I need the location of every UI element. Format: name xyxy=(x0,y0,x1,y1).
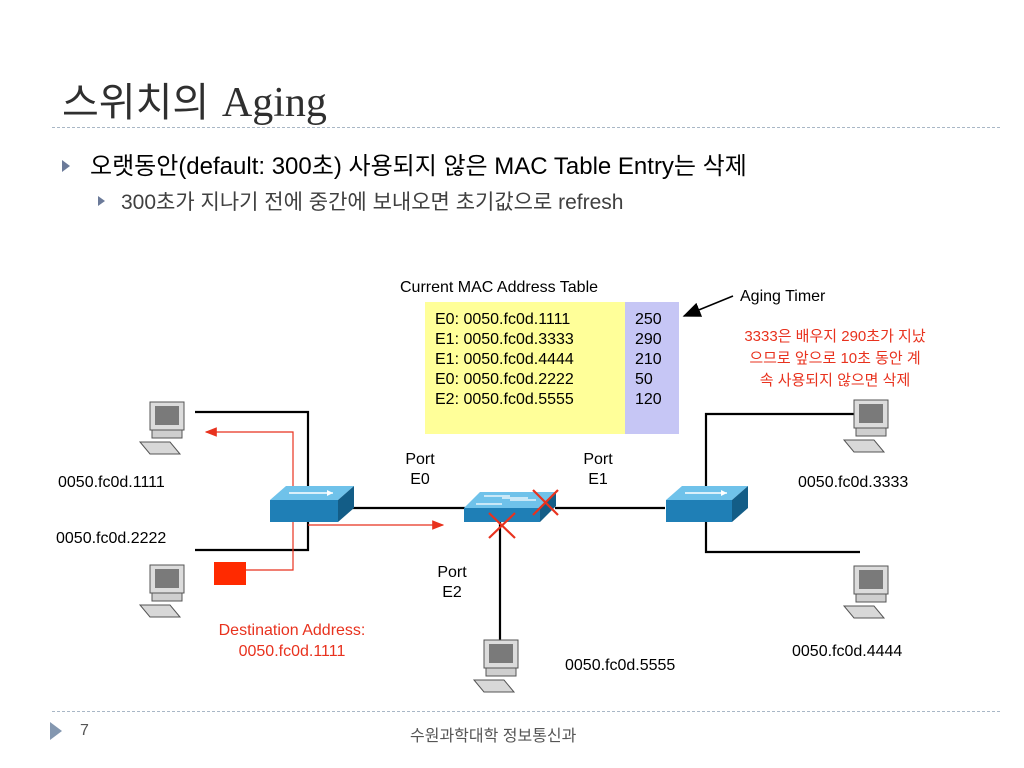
host-label-3333: 0050.fc0d.3333 xyxy=(798,474,909,491)
pc-icon-4444 xyxy=(842,565,889,619)
aging-value: 210 xyxy=(635,351,662,368)
link-left-hosts xyxy=(195,410,310,552)
bullet-main-text: 오랫동안(default: 300초) 사용되지 않은 MAC Table En… xyxy=(90,153,747,180)
port-label-line: Port xyxy=(583,451,613,468)
aging-note: 3333은 배우지 290초가 지났 으므로 앞으로 10초 동안 계 속 사용… xyxy=(700,326,970,392)
port-label-line: Port xyxy=(405,451,435,468)
mac-table-title: Current MAC Address Table xyxy=(400,279,599,296)
aging-timer-column: 250 290 210 50 120 xyxy=(625,302,679,434)
host-label-2222: 0050.fc0d.2222 xyxy=(56,530,167,547)
aging-value: 250 xyxy=(635,311,662,328)
mac-entry: E0: 0050.fc0d.2222 xyxy=(435,371,574,388)
port-e0-label: Port E0 xyxy=(396,450,444,490)
aging-note-line: 으므로 앞으로 10초 동안 계 xyxy=(749,350,921,367)
footer-divider xyxy=(52,711,1000,712)
footer-organization: 수원과학대학 정보통신과 xyxy=(410,728,577,745)
switch-center-icon xyxy=(464,492,556,522)
bullet-sub-text: 300초가 지나기 전에 중간에 보내오면 초기값으로 refresh xyxy=(121,191,624,214)
network-links xyxy=(195,410,860,640)
frame-packet-icon xyxy=(214,562,246,585)
title-divider xyxy=(52,127,1000,128)
bullet-main: 오랫동안(default: 300초) 사용되지 않은 MAC Table En… xyxy=(62,146,747,181)
aging-note-line: 속 사용되지 않으면 삭제 xyxy=(759,372,911,389)
pc-icon-2222 xyxy=(138,564,185,618)
mac-entry: E0: 0050.fc0d.1111 xyxy=(435,311,571,328)
aging-value: 50 xyxy=(635,371,653,388)
destination-address: Destination Address: 0050.fc0d.1111 xyxy=(192,620,392,662)
pc-icon-3333 xyxy=(842,399,889,453)
title-korean: 스위치의 xyxy=(62,80,210,126)
page-title: 스위치의 Aging xyxy=(62,70,327,128)
delete-x-marks xyxy=(488,489,559,539)
mac-entry: E1: 0050.fc0d.3333 xyxy=(435,331,574,348)
switch-left-icon xyxy=(270,486,354,522)
footer-triangle-icon xyxy=(50,722,62,740)
switch-right-icon xyxy=(666,486,748,522)
aging-value: 120 xyxy=(635,391,662,408)
mac-entry: E2: 0050.fc0d.5555 xyxy=(435,391,574,408)
title-english: Aging xyxy=(221,80,327,126)
port-e1-label: Port E1 xyxy=(574,450,622,490)
link-right-hosts xyxy=(704,412,860,554)
port-e2-label: Port E2 xyxy=(428,563,476,603)
aging-timer-label: Aging Timer xyxy=(740,288,826,305)
port-label-line: E0 xyxy=(410,471,430,488)
bullet-arrow-icon xyxy=(98,196,105,207)
aging-timer-pointer xyxy=(682,295,734,317)
aging-value: 290 xyxy=(635,331,662,348)
bullet-sub: 300초가 지나기 전에 중간에 보내오면 초기값으로 refresh xyxy=(98,186,623,216)
destination-line: 0050.fc0d.1111 xyxy=(238,643,346,660)
bullet-arrow-icon xyxy=(62,159,70,172)
mac-entry: E1: 0050.fc0d.4444 xyxy=(435,351,574,368)
port-label-line: E2 xyxy=(442,584,462,601)
page-number: 7 xyxy=(80,722,89,739)
port-label-line: E1 xyxy=(588,471,608,488)
destination-line: Destination Address: xyxy=(218,622,366,639)
host-label-5555: 0050.fc0d.5555 xyxy=(565,657,676,674)
aging-note-line: 3333은 배우지 290초가 지났 xyxy=(744,328,926,345)
port-label-line: Port xyxy=(437,564,467,581)
pc-icon-5555 xyxy=(472,639,519,693)
mac-table-entries: E0: 0050.fc0d.1111 E1: 0050.fc0d.3333 E1… xyxy=(425,302,625,434)
pc-icon-1111 xyxy=(138,401,185,455)
host-label-1111: 0050.fc0d.1111 xyxy=(58,474,165,491)
host-label-4444: 0050.fc0d.4444 xyxy=(792,643,903,660)
